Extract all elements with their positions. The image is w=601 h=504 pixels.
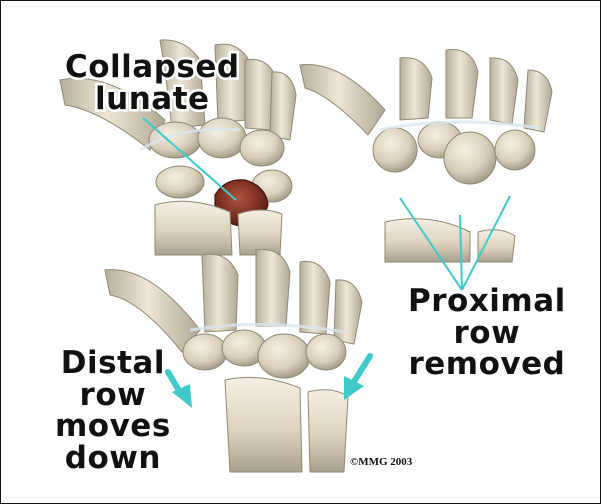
carpal xyxy=(198,118,246,158)
label-line: lunate xyxy=(65,84,240,116)
carpal xyxy=(495,130,535,170)
proximal-row-removed-label: Proximal row removed xyxy=(408,286,566,381)
ulna-bone xyxy=(238,210,282,255)
down-arrow-icon xyxy=(344,356,370,400)
label-line: moves xyxy=(55,411,171,443)
label-line: row xyxy=(55,380,171,412)
metacarpal xyxy=(490,58,518,124)
carpal xyxy=(240,130,284,166)
proximal-pointer xyxy=(460,215,462,290)
label-line: down xyxy=(55,443,171,475)
label-line: Distal xyxy=(55,348,171,380)
label-line: removed xyxy=(408,349,566,381)
metacarpal xyxy=(400,58,432,120)
carpal xyxy=(258,334,310,378)
carpal xyxy=(444,132,496,184)
carpal xyxy=(156,166,204,198)
metacarpal xyxy=(446,49,478,118)
wrist-proximal-row-removed xyxy=(300,49,552,290)
distal-row-moves-down-label: Distal row moves down xyxy=(55,348,171,474)
metacarpal xyxy=(300,261,330,334)
collapsed-lunate-label: Collapsed lunate xyxy=(65,52,240,115)
label-line: Collapsed xyxy=(65,52,240,84)
radius-bone xyxy=(225,377,302,472)
metacarpal xyxy=(300,65,385,135)
metacarpal xyxy=(105,270,200,352)
down-arrow-icon xyxy=(168,372,192,408)
metacarpal xyxy=(334,280,362,344)
label-line: Proximal xyxy=(408,286,566,318)
carpal xyxy=(373,128,417,172)
ulna-bone xyxy=(308,390,348,472)
metacarpal xyxy=(256,249,290,326)
carpal xyxy=(306,334,346,370)
metacarpal xyxy=(270,72,296,140)
metacarpal xyxy=(524,70,552,132)
carpal xyxy=(183,334,227,370)
radius-bone xyxy=(155,201,232,255)
metacarpal xyxy=(202,254,238,332)
label-line: row xyxy=(408,318,566,350)
copyright-notice: ©MMG 2003 xyxy=(350,456,412,468)
